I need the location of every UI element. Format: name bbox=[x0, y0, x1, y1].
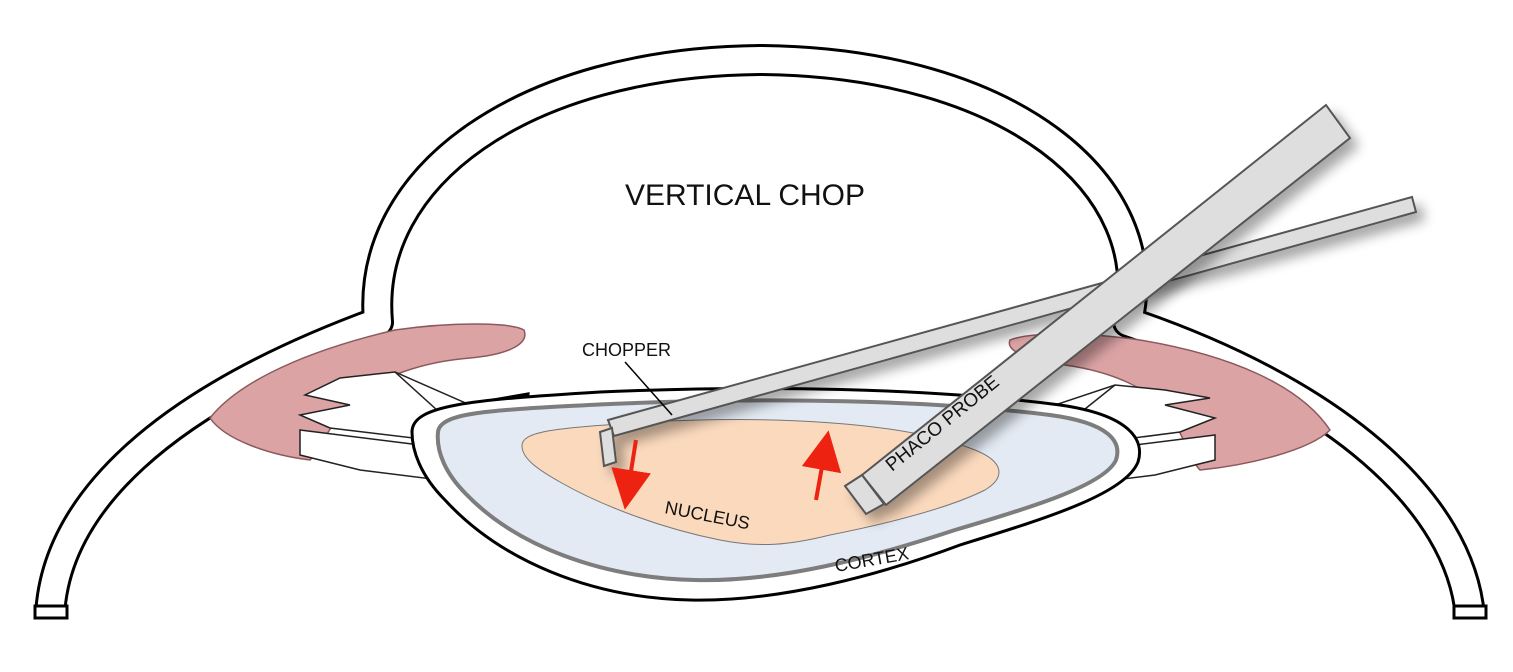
phaco-probe-instrument bbox=[843, 103, 1352, 516]
eye-wall-end-right bbox=[1452, 604, 1488, 620]
ciliary-muscle-left bbox=[209, 323, 526, 461]
phaco-probe-tip bbox=[843, 473, 886, 516]
chopper-label: CHOPPER bbox=[582, 340, 671, 360]
eye-wall-end-left bbox=[33, 604, 69, 620]
diagram-title: VERTICAL CHOP bbox=[625, 179, 865, 212]
motion-arrows bbox=[611, 430, 842, 510]
arrow-down-icon bbox=[611, 439, 651, 510]
zonule-left-lower bbox=[299, 429, 442, 481]
chopper-tip bbox=[598, 426, 618, 468]
arrow-up-icon bbox=[801, 430, 842, 501]
chopper-leader-line bbox=[624, 361, 673, 416]
